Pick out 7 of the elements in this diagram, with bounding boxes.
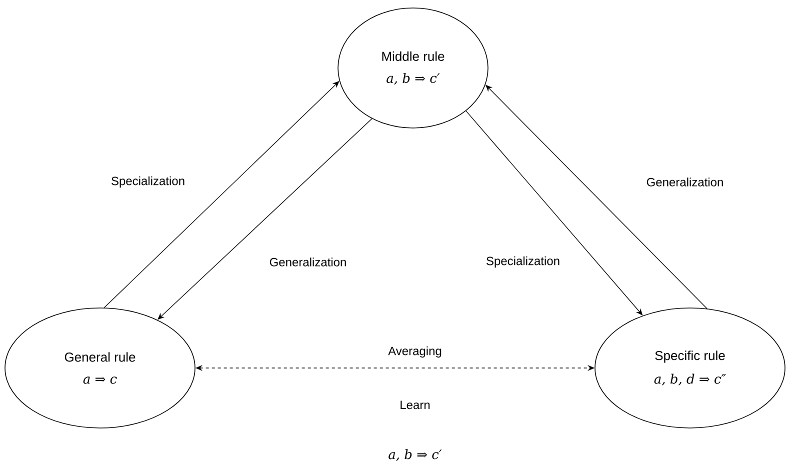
edge-label: Averaging [387,345,443,359]
formula-text: a, b ⇒ c′ [388,449,442,461]
edge-label: Generalization [268,256,348,268]
edge-label: Specialization [110,175,186,189]
note-text: Learn [400,400,430,410]
edge-label: Generalization [645,176,725,188]
edge-label: Specialization [484,255,562,269]
